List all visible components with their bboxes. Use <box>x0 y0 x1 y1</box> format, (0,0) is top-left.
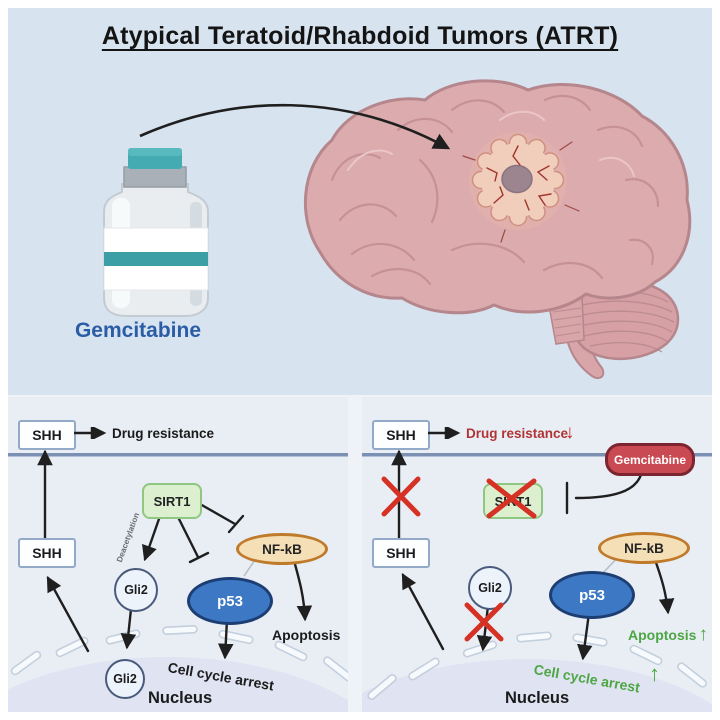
drug-resistance-label: Drug resistance <box>466 426 569 441</box>
blocked-cross-marks <box>381 476 537 642</box>
shh-resistance-arrow <box>74 427 107 439</box>
panel-right-graphics <box>362 449 712 712</box>
sirt1-box: SIRT1 <box>142 483 202 519</box>
p53-arrest-arrow <box>217 618 234 660</box>
figure-title: Atypical Teratoid/Rhabdoid Tumors (ATRT) <box>8 22 712 51</box>
panel-gemcitabine-treated: SHH Drug resistance ↓ Gemcitabine SHH SI… <box>362 397 712 712</box>
deacetylation-label: Deacetylation <box>114 511 142 564</box>
top-section: Atypical Teratoid/Rhabdoid Tumors (ATRT) <box>8 8 712 395</box>
nucleus-shape <box>8 657 348 712</box>
mechanism-section: SHH Drug resistance SHH SIRT1 Deacetylat… <box>8 395 712 712</box>
apoptosis-up-arrow-icon: ↑ <box>698 624 708 645</box>
nucleus-shape <box>362 659 712 712</box>
sirt1-blocked-cross-icon <box>486 478 537 519</box>
gli2-cytoplasm-circle: Gli2 <box>114 568 158 612</box>
drug-resistance-down-arrow-icon: ↓ <box>565 422 575 443</box>
nucleus-label: Nucleus <box>148 689 213 707</box>
gli2-blocked-cross-icon <box>464 602 504 642</box>
sirt1-p53-inhibition <box>176 515 210 564</box>
nucleus-label: Nucleus <box>505 689 570 707</box>
tumor-vessels <box>486 145 552 211</box>
gli2-cytoplasm-circle: Gli2 <box>468 566 512 610</box>
nucleus-shh-feedback-arrow <box>46 575 90 653</box>
panel-left-graphics <box>8 449 348 712</box>
tumor-core <box>501 164 533 194</box>
nfkb-ellipse: NF-kB <box>598 532 690 564</box>
apoptosis-label: Apoptosis↑ <box>628 624 708 645</box>
drug-name-label: Gemcitabine <box>74 319 202 342</box>
delivery-arrow <box>139 103 451 150</box>
brain-gyri-highlights <box>347 110 635 177</box>
shh-extracellular-box: SHH <box>18 420 76 450</box>
gli2-nucleus-circle: Gli2 <box>105 659 145 699</box>
gemcitabine-sirt1-inhibition <box>565 469 644 515</box>
shh-cytoplasm-box: SHH <box>18 538 76 568</box>
brain-gyri <box>330 94 660 286</box>
shh-extracellular-box: SHH <box>372 420 430 450</box>
gli2-nuclear-import-arrow <box>120 607 137 650</box>
nfkb-ellipse: NF-kB <box>236 533 328 565</box>
cell-cycle-arrest-up-arrow-icon: ↑ <box>649 661 660 686</box>
sirt1-gli2-arrow <box>142 514 162 562</box>
cerebellum <box>569 279 680 360</box>
brain-illustration <box>303 79 692 379</box>
vial-label-stripe <box>104 252 208 266</box>
top-illustration <box>103 79 692 379</box>
panel-untreated: SHH Drug resistance SHH SIRT1 Deacetylat… <box>8 397 348 712</box>
shh-resistance-arrow <box>428 427 461 439</box>
vial-seal <box>123 166 187 188</box>
apoptosis-label: Apoptosis <box>272 627 341 643</box>
shh-cytoplasm-box: SHH <box>372 538 430 568</box>
tumor <box>462 132 580 243</box>
sirt1-nfkb-inhibition <box>198 502 245 534</box>
shh-blocked-cross-icon <box>381 476 421 517</box>
gemcitabine-pill: Gemcitabine <box>605 443 695 476</box>
figure-title-text: Atypical Teratoid/Rhabdoid Tumors (ATRT) <box>101 22 619 50</box>
p53-ellipse: p53 <box>549 571 635 619</box>
cell-membrane <box>8 453 348 457</box>
gli2-nuclear-import-arrow <box>476 604 493 652</box>
drug-resistance-label: Drug resistance <box>112 426 215 441</box>
medicine-vial <box>103 148 209 317</box>
p53-ellipse: p53 <box>187 577 273 625</box>
nucleus-shh-feedback-arrow <box>401 572 445 651</box>
p53-arrest-arrow <box>577 611 593 661</box>
cell-membrane <box>362 453 712 457</box>
